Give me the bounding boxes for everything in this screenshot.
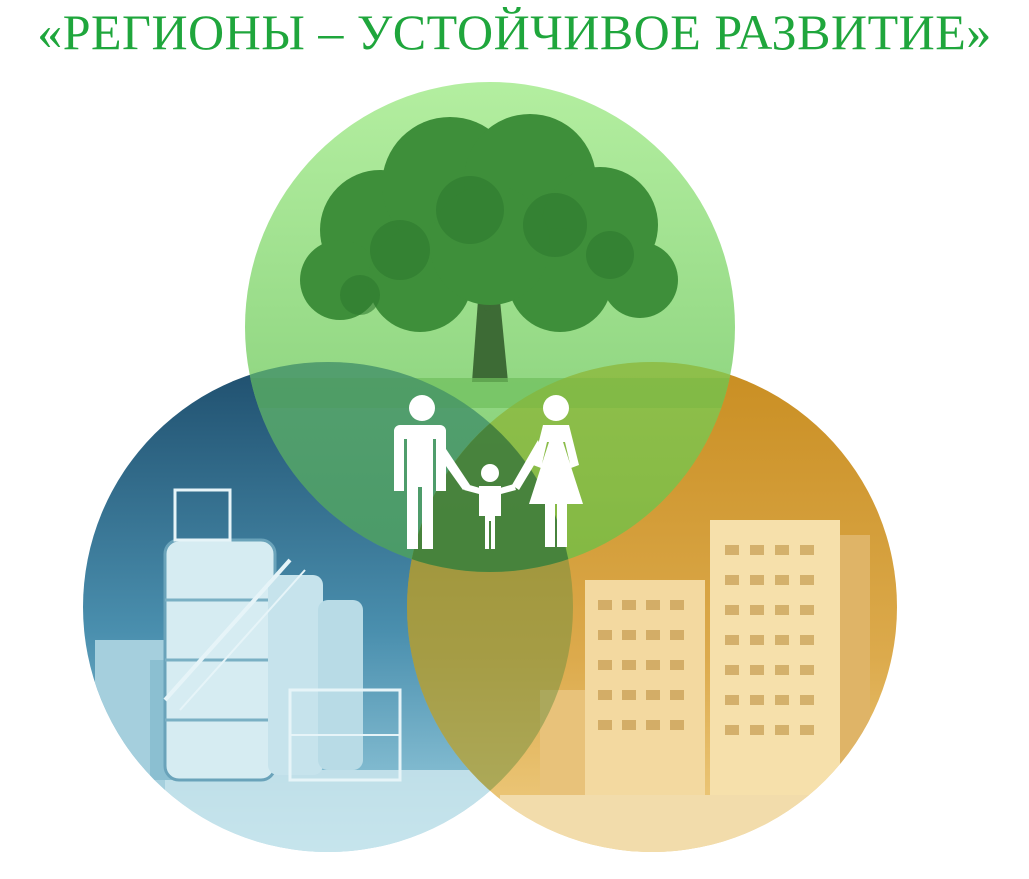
family-icon — [394, 395, 583, 549]
page-title: «РЕГИОНЫ – УСТОЙЧИВОЕ РАЗВИТИЕ» — [37, 4, 992, 60]
